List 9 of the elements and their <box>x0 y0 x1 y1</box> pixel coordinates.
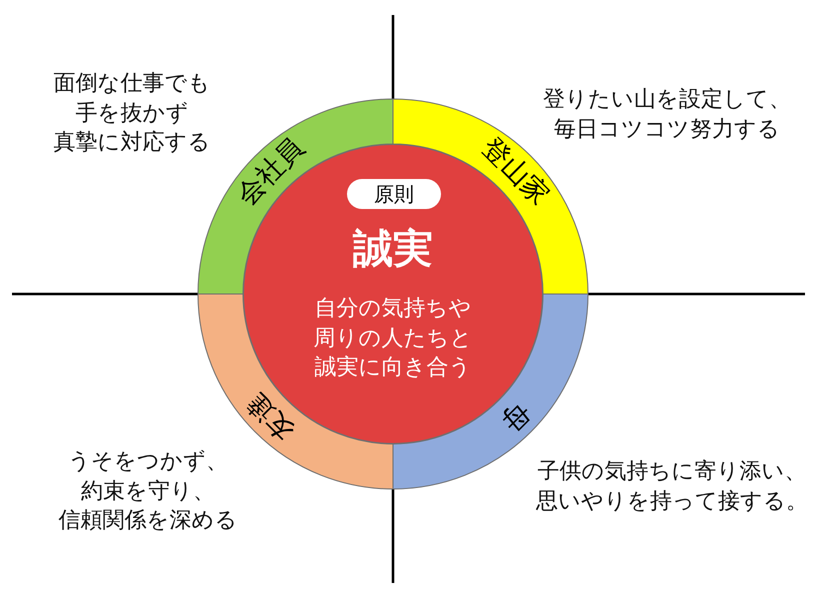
principle-description: 自分の気持ちや周りの人たちと誠実に向き合う <box>314 295 472 382</box>
principle-tag: 原則 <box>347 179 441 209</box>
segment-label: 会社員 <box>232 132 310 212</box>
principle-title: 誠実 <box>353 225 433 273</box>
role-description: 子供の気持ちに寄り添い、思いやりを持って接する。 <box>536 458 808 516</box>
role-description: うそをつかず、約束を守り、信頼関係を深める <box>58 448 238 535</box>
segment-label: 友達 <box>241 386 301 446</box>
role-description: 面倒な仕事でも手を抜かず真摯に対応する <box>54 70 210 157</box>
segment-label: 母 <box>494 396 536 436</box>
